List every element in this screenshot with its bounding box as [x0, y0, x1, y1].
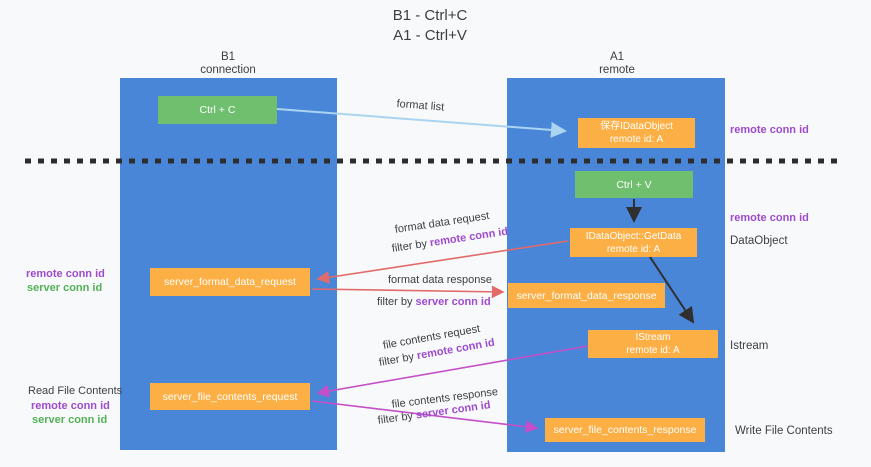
format-list-label: format list [396, 98, 445, 114]
title-line-1: B1 - Ctrl+C [392, 7, 468, 24]
istream-box: IStream remote id: A [588, 330, 718, 358]
lane-a1-title: A1 [609, 51, 625, 63]
ctrl-v-box: Ctrl + V [575, 171, 693, 198]
filter-by-text: filter by [377, 409, 417, 427]
lane-header-b1: B1 connection [158, 51, 298, 77]
lane-a1-subtitle: remote [599, 64, 635, 76]
diagram-title: B1 - Ctrl+C A1 - Ctrl+V [300, 6, 560, 46]
ctrl-v-label: Ctrl + V [616, 178, 652, 191]
format-data-response-filter: filter by server conn id [377, 296, 491, 308]
left-server-conn-id-note-2: server conn id [32, 414, 108, 426]
format-data-response-label: format data response [388, 274, 492, 286]
ctrl-c-box: Ctrl + C [158, 96, 277, 124]
server-file-contents-response-box: server_file_contents_response [545, 418, 705, 442]
server-format-data-request-label: server_format_data_request [164, 276, 296, 288]
lane-b1-subtitle: connection [200, 64, 256, 76]
title-line-2: A1 - Ctrl+V [393, 27, 467, 44]
ctrl-c-label: Ctrl + C [199, 104, 236, 116]
server-file-contents-request-box: server_file_contents_request [150, 383, 310, 410]
left-remote-conn-id-note: remote conn id [26, 268, 105, 280]
istream-line1: IStream [635, 332, 671, 343]
server-format-data-response-label: server_format_data_response [516, 289, 657, 302]
istream-line2: remote id: A [626, 345, 680, 356]
read-file-contents-note: Read File Contents [28, 385, 123, 397]
getdata-line2: remote id: A [606, 243, 661, 255]
filter-by-text: filter by [391, 237, 431, 255]
dataobject-note: DataObject [730, 235, 788, 247]
istream-note: Istream [730, 340, 769, 352]
left-remote-conn-id-note-2: remote conn id [31, 400, 110, 412]
save-dataobject-line2: remote id: A [609, 134, 664, 145]
lane-header-a1: A1 remote [547, 51, 687, 77]
remote-conn-id-key: remote conn id [429, 225, 509, 250]
server-format-data-response-box: server_format_data_response [508, 283, 665, 308]
save-dataobject-box: 保存IDataObject remote id: A [578, 118, 695, 148]
getdata-box: IDataObject::GetData remote id: A [570, 228, 697, 257]
server-conn-id-key: server conn id [415, 296, 491, 308]
lane-b1-title: B1 [220, 51, 236, 63]
right-remote-conn-id-note-mid: remote conn id [730, 212, 809, 224]
save-dataobject-line1: 保存IDataObject [600, 121, 673, 132]
filter-by-text: filter by [378, 350, 419, 369]
server-file-contents-response-label: server_file_contents_response [553, 424, 697, 436]
getdata-line1: IDataObject::GetData [585, 230, 682, 242]
left-server-conn-id-note: server conn id [27, 282, 103, 294]
right-remote-conn-id-note-top: remote conn id [730, 124, 809, 136]
server-file-contents-request-label: server_file_contents_request [162, 390, 298, 403]
server-format-data-request-box: server_format_data_request [150, 268, 310, 296]
filter-by-text: filter by [377, 296, 416, 308]
format-data-response-arrow [311, 285, 505, 299]
write-file-contents-note: Write File Contents [735, 425, 833, 437]
